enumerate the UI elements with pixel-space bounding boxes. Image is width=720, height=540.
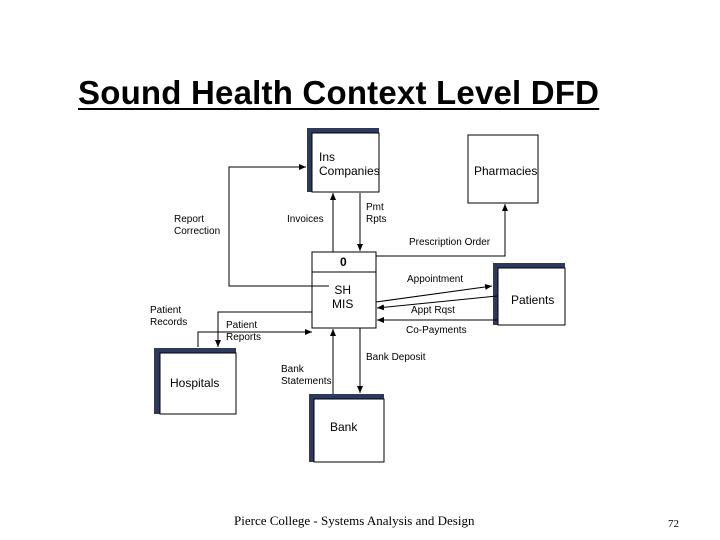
entity-ins-companies-label: Ins Companies bbox=[319, 150, 380, 178]
flow-label-prescription-order: Prescription Order bbox=[409, 237, 491, 248]
entity-pharmacies-label: Pharmacies bbox=[474, 164, 538, 178]
flow-label-pmt-rpts: Pmt Rpts bbox=[366, 202, 387, 225]
page-title: Sound Health Context Level DFD bbox=[78, 74, 600, 111]
flow-report-correction bbox=[228, 164, 329, 287]
flow-label-appt-rqst: Appt Rqst bbox=[411, 305, 455, 316]
process-number: 0 bbox=[340, 255, 347, 269]
flow-label-bank-deposit: Bank Deposit bbox=[366, 352, 426, 363]
footer-text: Pierce College - Systems Analysis and De… bbox=[234, 513, 475, 528]
entity-bank-label: Bank bbox=[330, 420, 358, 434]
process-0 bbox=[311, 251, 377, 329]
flow-patient-records bbox=[197, 329, 312, 347]
flow-label-appointment: Appointment bbox=[407, 274, 464, 285]
flow-label-patient-records: Patient Records bbox=[150, 305, 188, 328]
entity-hospitals bbox=[154, 348, 237, 415]
flow-patient-reports bbox=[215, 311, 312, 347]
flow-prescription-order bbox=[376, 204, 508, 257]
flow-label-patient-reports: Patient Reports bbox=[226, 320, 262, 343]
entity-patients-label: Patients bbox=[511, 293, 555, 307]
entity-patients bbox=[493, 263, 566, 326]
entity-ins-companies bbox=[307, 128, 380, 193]
page-number: 72 bbox=[668, 518, 679, 530]
flow-label-bank-statements: Bank Statements bbox=[281, 364, 332, 387]
flow-label-report-correction: Report Correction bbox=[174, 214, 221, 237]
entity-hospitals-label: Hospitals bbox=[170, 376, 220, 390]
entity-pharmacies bbox=[467, 134, 539, 204]
flow-appt-rqst bbox=[376, 295, 498, 311]
process-name: SH MIS bbox=[332, 283, 354, 311]
flow-appointment bbox=[375, 283, 493, 303]
flow-label-invoices: Invoices bbox=[287, 214, 324, 225]
flow-label-co-payments: Co-Payments bbox=[406, 325, 467, 336]
entity-bank bbox=[309, 394, 385, 463]
